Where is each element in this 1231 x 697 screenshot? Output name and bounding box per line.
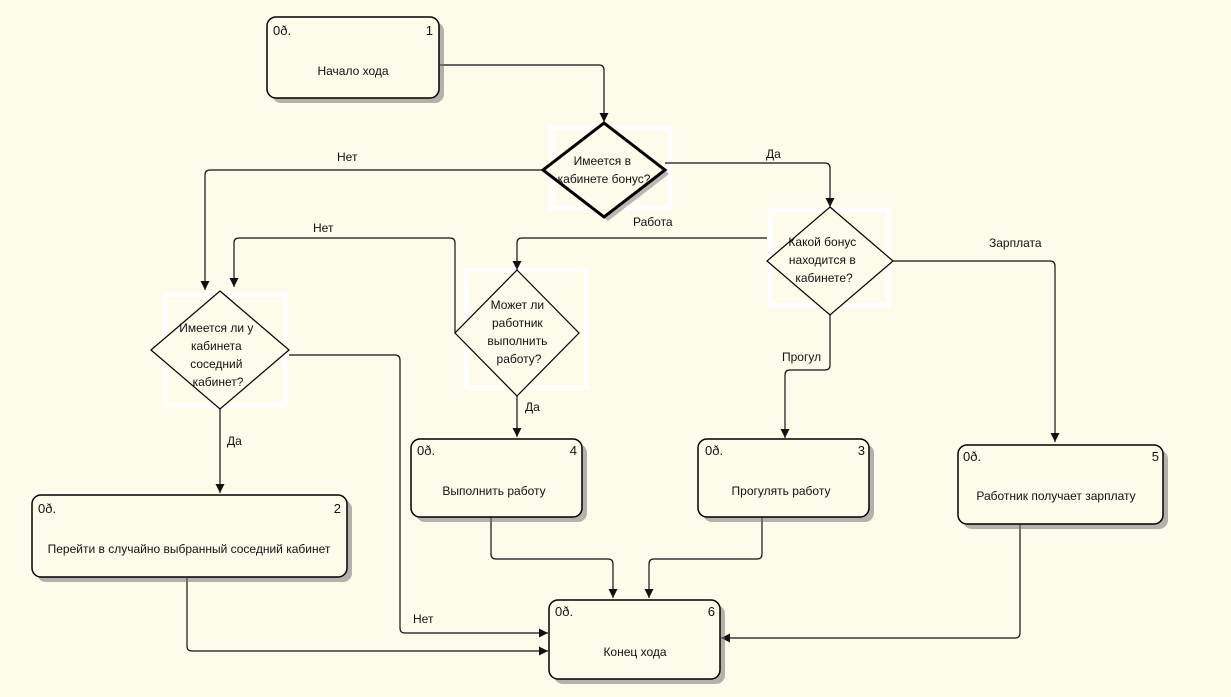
box-tag: 0ð.	[38, 501, 56, 516]
box-frame	[410, 438, 583, 518]
edge-box5-to-end	[721, 523, 1021, 643]
box-start: 0ð. 1 Начало хода	[266, 16, 444, 103]
decision-text: Какой бонус находится в кабинете?	[788, 235, 859, 285]
edge-box3-to-end	[644, 517, 763, 598]
edge-canwork-no	[229, 237, 456, 333]
box-number: 1	[426, 23, 433, 38]
box-number: 3	[858, 443, 865, 458]
box-tag: 0ð.	[963, 449, 981, 464]
box-tag: 0ð.	[705, 443, 723, 458]
decision-shape	[766, 206, 894, 316]
edge-label-no: Нет	[337, 150, 358, 164]
decision-line: находится в	[789, 253, 856, 267]
decision-text: Может ли работник выполнить работу?	[487, 298, 550, 366]
edge-box2-to-end	[186, 578, 548, 656]
decision-shape	[540, 121, 668, 219]
box-label: Перейти в случайно выбранный соседний ка…	[48, 542, 331, 556]
decision-line: Может ли	[491, 298, 545, 312]
edge-box4-to-end	[490, 517, 618, 598]
edge-type-salary	[893, 260, 1060, 442]
box-label: Начало хода	[317, 64, 388, 78]
box-number: 6	[708, 604, 715, 619]
decision-can-work: Может ли работник выполнить работу?	[454, 269, 580, 397]
decision-shape	[150, 290, 290, 410]
edge-label-work: Работа	[633, 215, 673, 229]
box-label: Конец хода	[603, 645, 666, 659]
edge-label-no: Нет	[413, 612, 434, 626]
box-number: 2	[334, 501, 341, 516]
decision-line: кабинет?	[193, 375, 244, 389]
decision-line: Имеется в	[574, 154, 631, 168]
decision-shape	[454, 269, 580, 397]
edge-labels: Нет Да Работа Зарплата Нет Прогул Да Да …	[227, 147, 1042, 626]
edge-type-work	[512, 237, 767, 270]
edge-label-yes: Да	[227, 434, 242, 448]
decision-line: кабинета	[191, 339, 242, 353]
decision-line: кабинете?	[795, 271, 853, 285]
decision-line: соседний	[190, 357, 242, 371]
box-tag: 0ð.	[555, 604, 573, 619]
box-frame	[697, 438, 870, 518]
box-frame	[957, 444, 1164, 525]
box-label: Выполнить работу	[442, 484, 545, 498]
box-number: 5	[1152, 449, 1159, 464]
edge-label-yes: Да	[525, 400, 540, 414]
edge-start-to-bonus	[440, 64, 609, 122]
decision-line: работник	[492, 316, 543, 330]
decision-line: выполнить	[487, 334, 547, 348]
box-tag: 0ð.	[273, 23, 291, 38]
edge-bonus-yes	[665, 162, 835, 207]
edge-neighbor-no	[289, 354, 548, 638]
decision-line: Какой бонус	[788, 235, 856, 249]
decision-line: работу?	[497, 352, 542, 366]
edge-type-skip	[780, 315, 831, 438]
decision-text: Имеется ли у кабинета соседний кабинет?	[179, 321, 256, 389]
box-number: 4	[570, 443, 577, 458]
decision-has-neighbor: Имеется ли у кабинета соседний кабинет?	[150, 290, 290, 410]
box-skip-work: 0ð. 3 Прогулять работу	[697, 438, 874, 522]
box-frame	[266, 16, 440, 99]
decision-text: Имеется в кабинете бонус?	[558, 154, 651, 186]
box-go-neighbor: 0ð. 2 Перейти в случайно выбранный сосед…	[31, 494, 352, 582]
box-label: Прогулять работу	[732, 484, 831, 498]
box-frame	[31, 494, 348, 578]
box-frame	[548, 599, 721, 680]
edge-label-skip: Прогул	[782, 350, 821, 364]
decision-line: кабинете бонус?	[558, 172, 651, 186]
box-end: 0ð. 6 Конец хода	[548, 599, 725, 684]
decision-has-bonus: Имеется в кабинете бонус?	[540, 121, 669, 221]
edge-bonus-no	[200, 169, 544, 290]
box-tag: 0ð.	[417, 443, 435, 458]
box-salary: 0ð. 5 Работник получает зарплату	[957, 444, 1168, 529]
edge-label-no: Нет	[313, 221, 334, 235]
decision-bonus-type: Какой бонус находится в кабинете?	[766, 206, 894, 316]
box-do-work: 0ð. 4 Выполнить работу	[410, 438, 587, 522]
edge-label-yes: Да	[766, 147, 781, 161]
box-label: Работник получает зарплату	[976, 489, 1135, 503]
decision-line: Имеется ли у	[179, 321, 253, 335]
edge-label-salary: Зарплата	[989, 236, 1042, 250]
